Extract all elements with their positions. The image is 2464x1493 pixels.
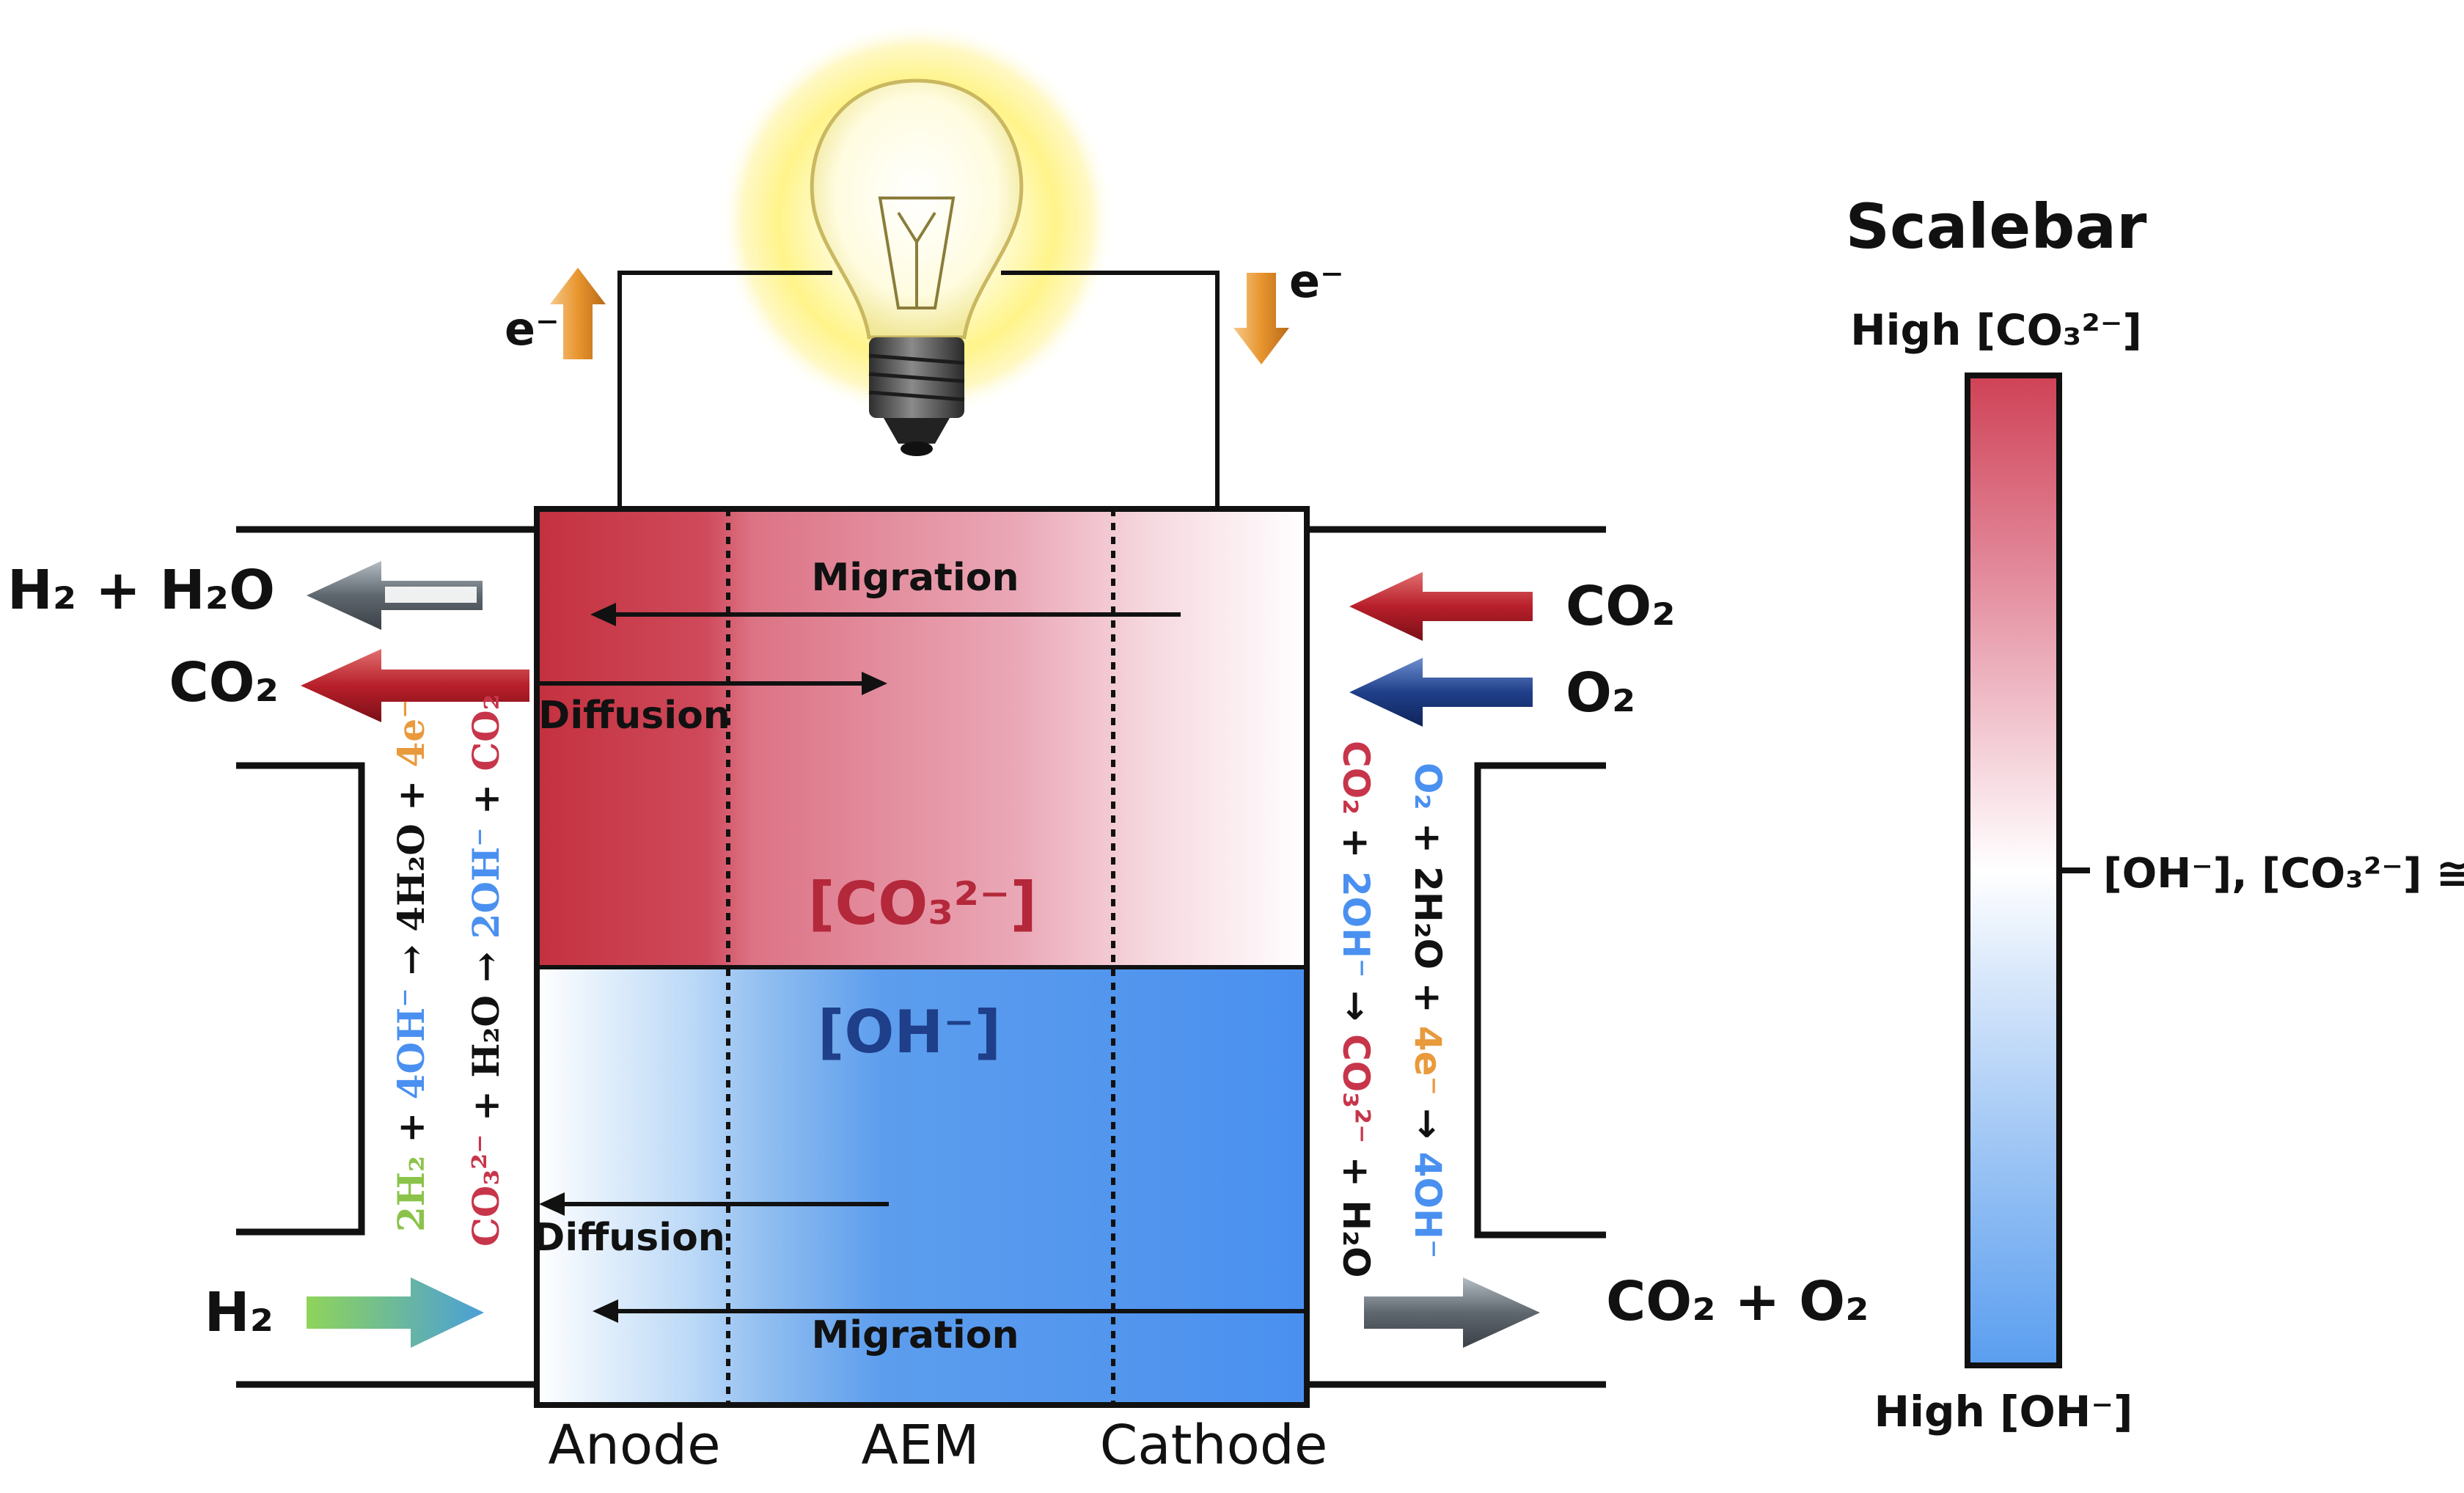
circuit-wire: [617, 271, 1220, 506]
carbonate-concentration-label: [CO₃²⁻]: [808, 870, 1037, 938]
reaction-term-oh: 2OH⁻: [1335, 871, 1377, 978]
inlet-arrow-h2-icon: [307, 1277, 484, 1348]
scalebar: Scalebar High [CO₃²⁻] [OH⁻], [CO₃²⁻] ≅0 …: [1846, 191, 2464, 1437]
electron-arrow-down-icon: [1233, 273, 1289, 364]
outlet-arrow-co2-o2-icon: [1364, 1277, 1540, 1348]
carbonate-region: [537, 509, 1307, 967]
reaction-term-co2: CO₂: [464, 694, 507, 771]
region-label-cathode: Cathode: [1100, 1414, 1328, 1477]
diffusion-arrow-bottom-icon: [539, 1192, 889, 1216]
inlet-label-co2-cathode: CO₂: [1566, 575, 1676, 638]
electron-label-left: e⁻: [505, 302, 560, 356]
migration-label-top: Migration: [812, 556, 1019, 600]
migration-arrow-top-icon: [590, 603, 1181, 626]
anode-reaction-1: 2H₂ + 4OH⁻ → 4H₂O + 4e⁻: [389, 699, 433, 1232]
outlet-label-co2-anode: CO₂: [169, 651, 279, 714]
cell-body: [534, 506, 1310, 1408]
diffusion-label-top: Diffusion: [538, 694, 730, 738]
diffusion-label-bottom: Diffusion: [533, 1216, 725, 1260]
reaction-term-oh: 4OH⁻: [389, 988, 433, 1099]
outlet-label-h2-h2o: H₂ + H₂O: [7, 559, 275, 622]
inlet-arrow-o2-icon: [1349, 658, 1533, 727]
migration-label-bottom: Migration: [812, 1313, 1019, 1357]
migration-arrow-bottom-icon: [593, 1299, 1307, 1323]
inlet-label-o2: O₂: [1566, 661, 1635, 725]
inlet-arrow-co2-icon: [1349, 572, 1533, 641]
reaction-term-electrons: 4e⁻: [1407, 1026, 1449, 1096]
reaction-term-o2: O₂: [1407, 763, 1449, 810]
scalebar-gradient: [1965, 373, 2062, 1368]
hydroxide-region: [537, 967, 1307, 1405]
flow-channel-walls: [236, 526, 1606, 1388]
reaction-term-electrons: 4e⁻: [389, 699, 433, 767]
reaction-term-oh: 2OH⁻: [464, 827, 507, 939]
region-label-aem: AEM: [861, 1414, 979, 1477]
electron-arrow-up-icon: [550, 268, 606, 359]
hydroxide-concentration-label: [OH⁻]: [818, 998, 1001, 1066]
scalebar-top-label: High [CO₃²⁻]: [1850, 305, 2142, 355]
diffusion-arrow-top-icon: [537, 672, 887, 695]
light-bulb-icon: [719, 22, 1115, 456]
reaction-term-carbonate: CO₃²⁻: [1335, 1034, 1377, 1143]
outlet-arrow-co2-icon: [301, 649, 529, 722]
inlet-label-h2: H₂: [205, 1281, 274, 1344]
outlet-label-co2-o2: CO₂ + O₂: [1606, 1270, 1869, 1333]
reaction-term-h2: 2H₂: [389, 1156, 433, 1232]
scalebar-title: Scalebar: [1846, 191, 2148, 263]
reaction-term-carbonate: CO₃²⁻: [464, 1134, 507, 1247]
cathode-reaction-1: O₂ + 2H₂O + 4e⁻ → 4OH⁻: [1407, 763, 1449, 1258]
scalebar-mid-label: [OH⁻], [CO₃²⁻] ≅0: [2103, 850, 2464, 898]
electron-label-right: e⁻: [1289, 254, 1344, 308]
region-label-anode: Anode: [548, 1414, 720, 1477]
anode-reaction-2: CO₃²⁻ + H₂O → 2OH⁻ + CO₂: [464, 694, 507, 1247]
reaction-term-oh: 4OH⁻: [1407, 1152, 1449, 1259]
scalebar-bottom-label: High [OH⁻]: [1874, 1387, 2133, 1437]
outlet-arrow-h2-h2o-icon: [307, 561, 483, 630]
cathode-reaction-2: CO₂ + 2OH⁻ → CO₃²⁻ + H₂O: [1335, 741, 1377, 1277]
reaction-term-co2: CO₂: [1335, 741, 1377, 815]
